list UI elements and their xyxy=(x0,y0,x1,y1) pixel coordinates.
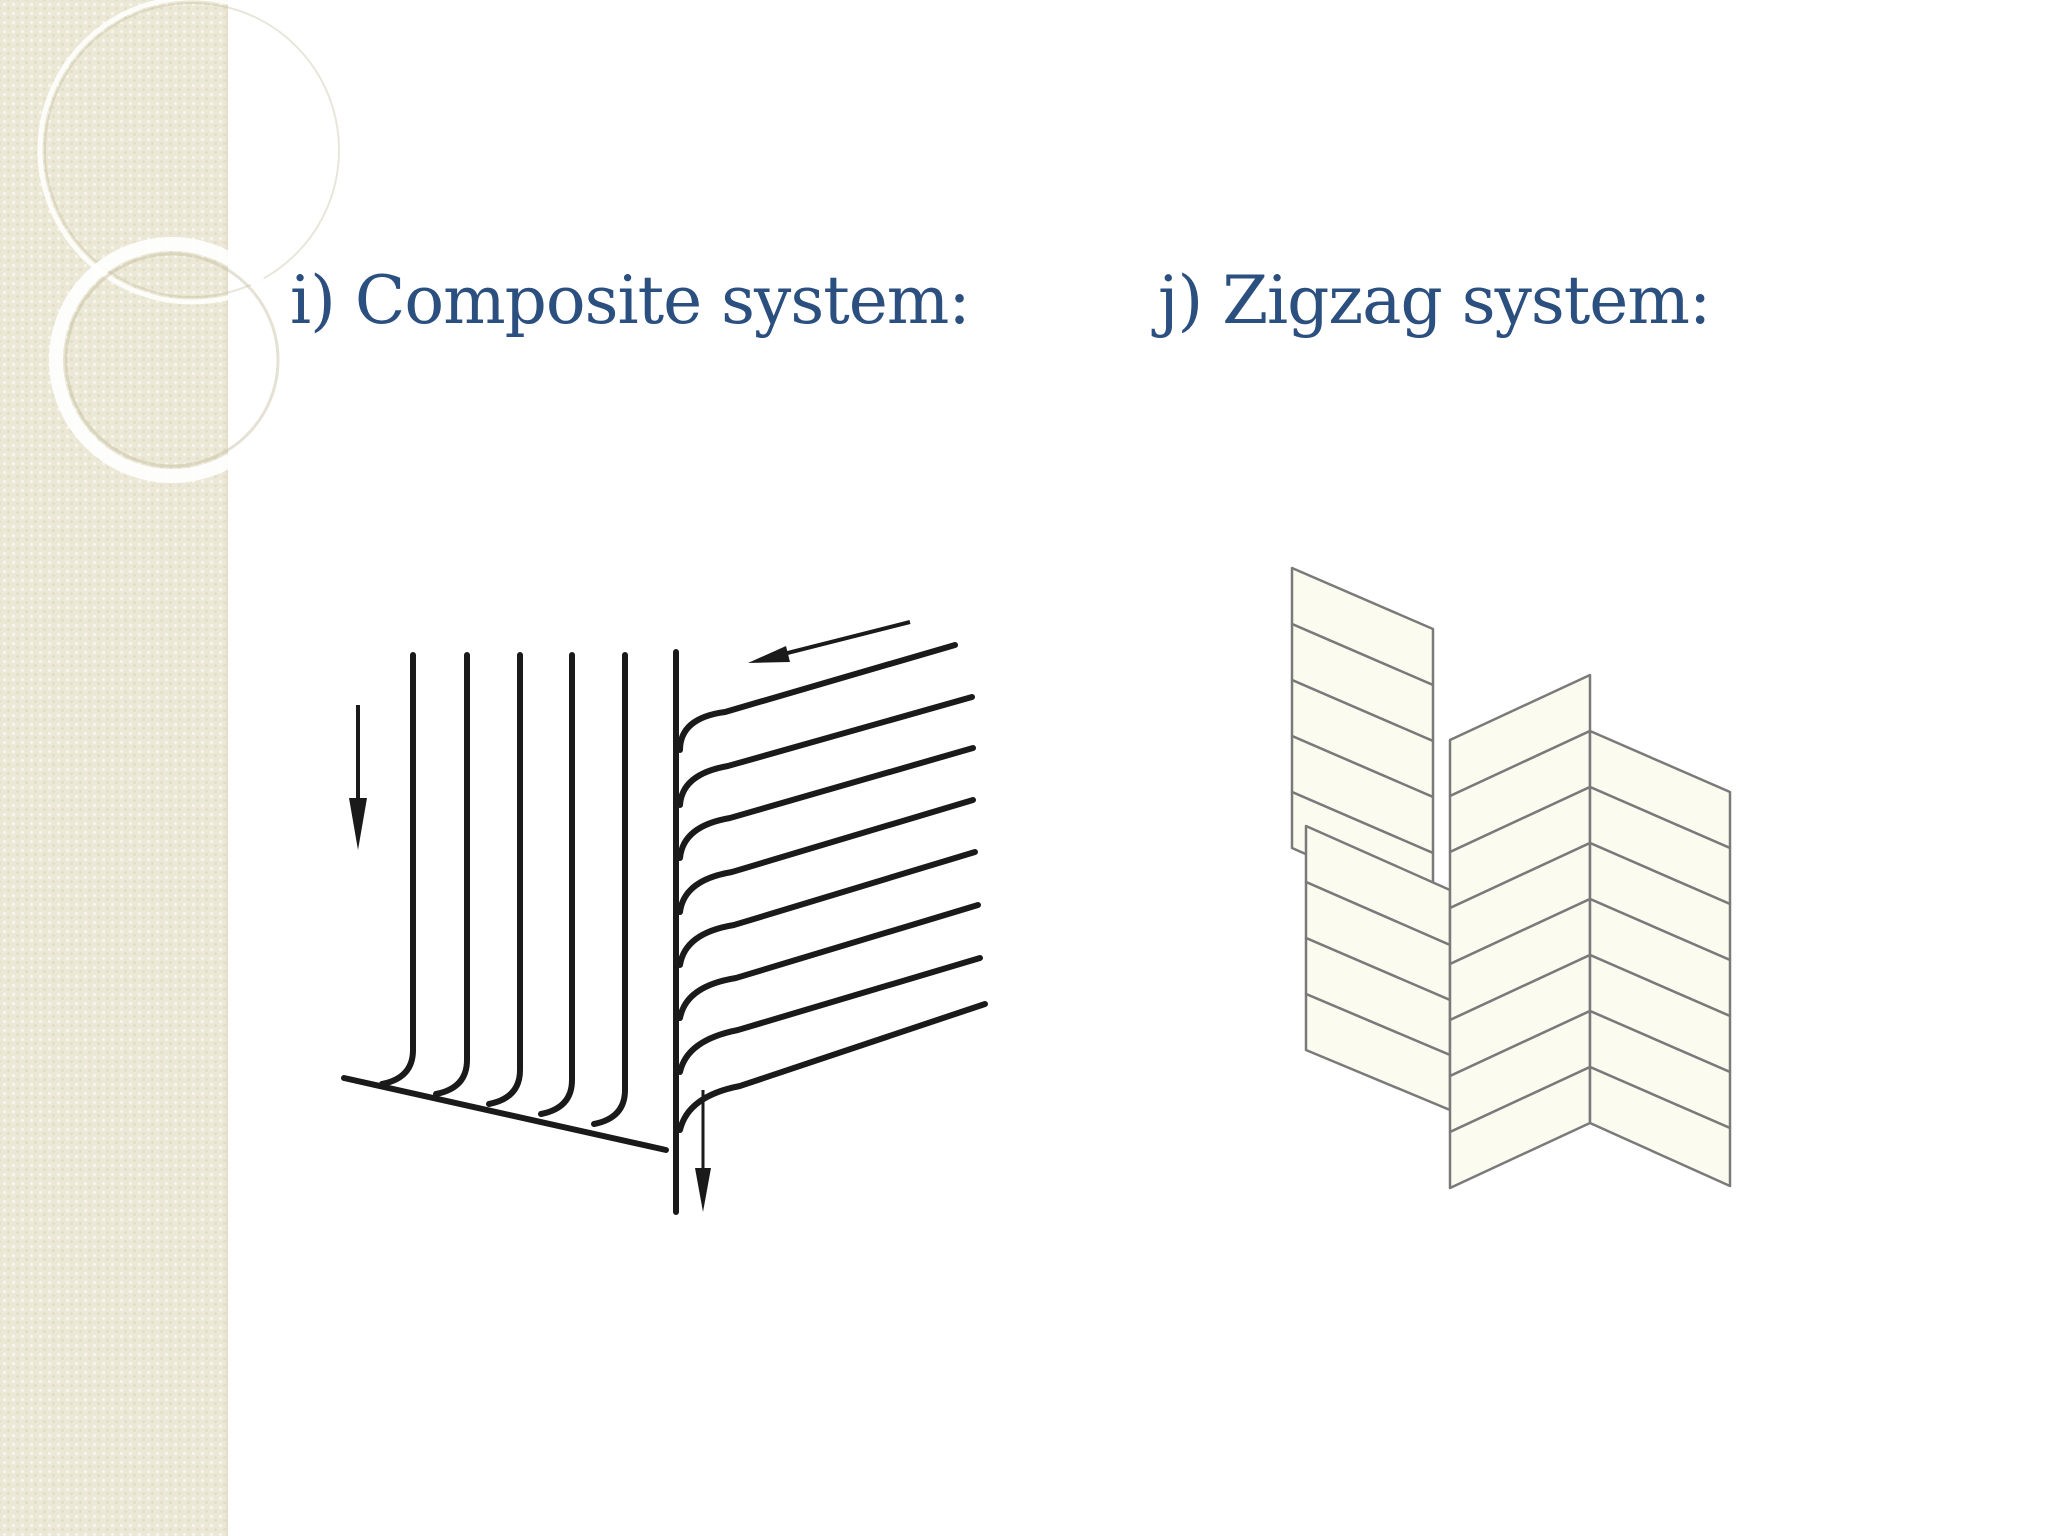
diagonal-line-5 xyxy=(677,849,978,968)
vertical-line-5 xyxy=(591,652,628,1127)
diagonal-line-8 xyxy=(677,1001,988,1133)
decorative-side-strip xyxy=(0,0,228,1536)
vertical-line-4 xyxy=(538,652,575,1117)
tile xyxy=(1588,1065,1732,1188)
down-arrow-icon xyxy=(349,705,367,850)
vertical-lines xyxy=(379,649,679,1215)
left-arrow-icon xyxy=(748,620,911,663)
diagonal-line-2 xyxy=(677,694,975,808)
vertical-line-3 xyxy=(486,652,523,1107)
diagonal-line-6 xyxy=(677,902,981,1021)
heading-zigzag-system: j) Zigzag system: xyxy=(1158,262,1711,339)
bottom-diagonal-line xyxy=(341,1075,669,1153)
diagonal-line-7 xyxy=(677,955,983,1075)
diagonal-lines xyxy=(677,642,988,1133)
heading-composite-system: i) Composite system: xyxy=(290,262,971,339)
diagonal-line-1 xyxy=(677,642,958,753)
zigzag-system-figure xyxy=(1290,566,1732,1190)
down-arrow-icon xyxy=(695,1090,711,1212)
strip-edge xyxy=(225,0,228,1536)
vertical-line-2 xyxy=(433,652,470,1097)
composite-system-figure xyxy=(341,620,988,1215)
vertical-line-1 xyxy=(379,652,416,1087)
diagonal-line-3 xyxy=(677,745,976,861)
diagonal-line-4 xyxy=(677,797,976,915)
zigzag-tiles xyxy=(1290,566,1732,1190)
